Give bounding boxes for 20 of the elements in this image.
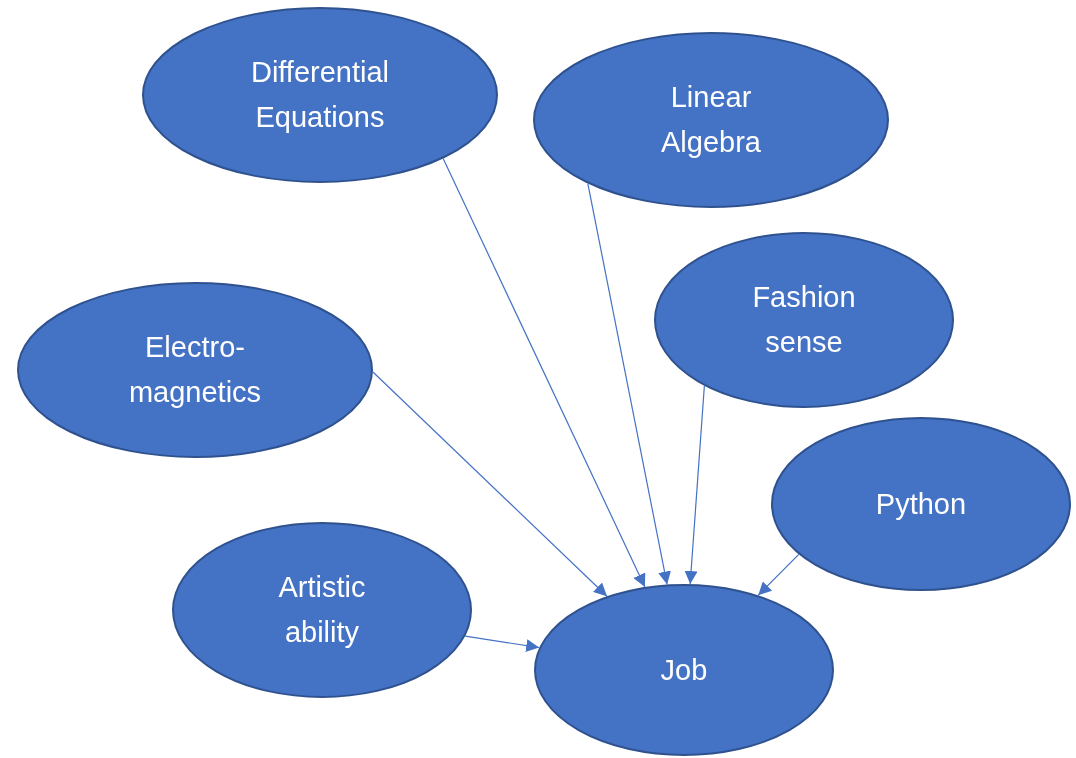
node-label: Differential Equations [249, 55, 391, 135]
arrow [757, 553, 800, 596]
node-label: Linear Algebra [660, 80, 762, 160]
ellipse-node [17, 282, 373, 458]
arrow [372, 371, 608, 597]
arrow [684, 385, 705, 585]
ellipse-node [534, 584, 834, 756]
node-label: Artistic ability [277, 570, 367, 650]
ellipse-node [142, 7, 498, 183]
arrow [442, 157, 646, 588]
node-label: Python [875, 486, 967, 522]
ellipse-node [172, 522, 472, 698]
ellipse-node [771, 417, 1071, 591]
node-label: Fashion sense [751, 280, 857, 360]
ellipse-node [533, 32, 889, 208]
node-label: Electro-magnetics [127, 330, 263, 410]
node-label: Job [660, 652, 708, 688]
arrow [587, 182, 671, 586]
ellipse-node [654, 232, 954, 408]
arrow [464, 635, 540, 652]
